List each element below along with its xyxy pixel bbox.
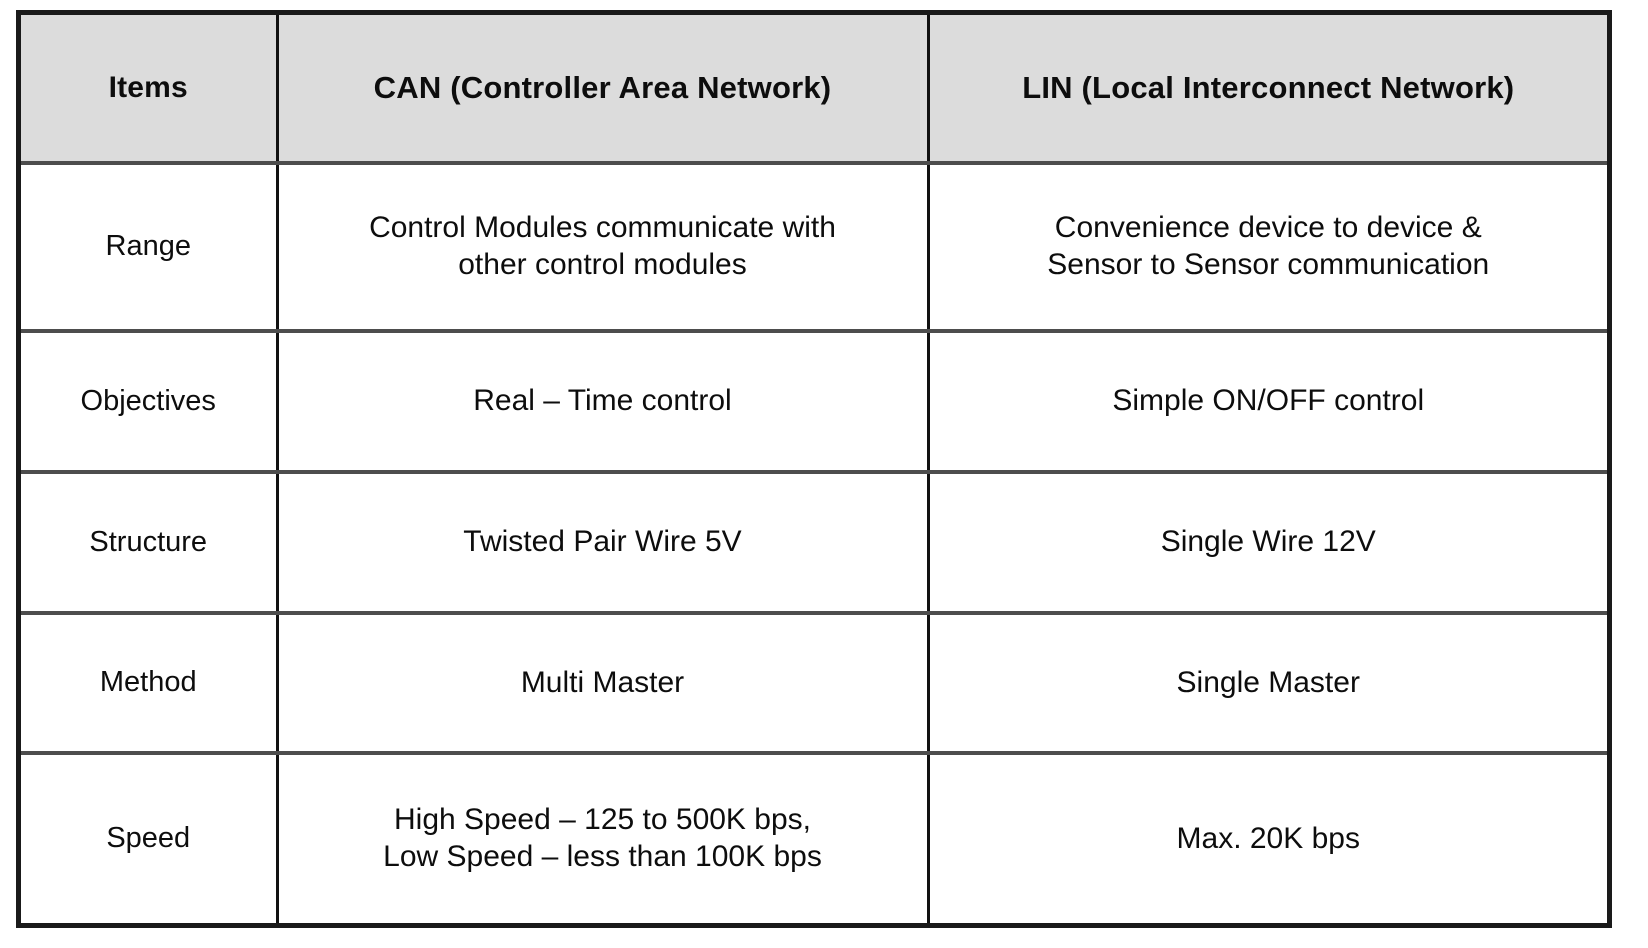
cell-objectives-can-text: Real – Time control bbox=[473, 384, 732, 418]
table-row: Method Multi Master Single Master bbox=[21, 613, 1607, 755]
table-header: Items CAN (Controller Area Network) LIN … bbox=[21, 15, 1607, 165]
cell-objectives-lin-text: Simple ON/OFF control bbox=[1112, 384, 1425, 418]
cell-speed-lin-text: Max. 20K bps bbox=[1176, 821, 1360, 855]
cell-method-lin: Single Master bbox=[926, 613, 1607, 755]
cell-speed-lin: Max. 20K bps bbox=[926, 753, 1607, 923]
table-frame: Items CAN (Controller Area Network) LIN … bbox=[16, 10, 1612, 928]
table-row: Range Control Modules communicate with o… bbox=[21, 163, 1607, 333]
cell-structure-lin: Single Wire 12V bbox=[926, 472, 1607, 615]
row-label-range: Range bbox=[21, 163, 277, 333]
table-row: Objectives Real – Time control Simple ON… bbox=[21, 331, 1607, 474]
cell-structure-lin-text: Single Wire 12V bbox=[1160, 525, 1376, 559]
row-label-objectives: Objectives bbox=[21, 331, 277, 474]
cell-range-lin-text: Convenience device to device & Sensor to… bbox=[1047, 211, 1490, 281]
cell-range-lin: Convenience device to device & Sensor to… bbox=[926, 163, 1607, 333]
cell-range-can-text: Control Modules communicate with other c… bbox=[369, 211, 836, 281]
cell-structure-can: Twisted Pair Wire 5V bbox=[275, 472, 928, 615]
column-header-lin: LIN (Local Interconnect Network) bbox=[926, 15, 1607, 165]
table-body: Range Control Modules communicate with o… bbox=[21, 163, 1607, 923]
comparison-table: Items CAN (Controller Area Network) LIN … bbox=[21, 15, 1607, 923]
cell-range-can: Control Modules communicate with other c… bbox=[275, 163, 928, 333]
table-row: Speed High Speed – 125 to 500K bps, Low … bbox=[21, 753, 1607, 923]
column-header-can: CAN (Controller Area Network) bbox=[275, 15, 928, 165]
table-row: Structure Twisted Pair Wire 5V Single Wi… bbox=[21, 472, 1607, 615]
cell-method-can: Multi Master bbox=[275, 613, 928, 755]
row-label-structure: Structure bbox=[21, 472, 277, 615]
cell-objectives-lin: Simple ON/OFF control bbox=[926, 331, 1607, 474]
cell-speed-can: High Speed – 125 to 500K bps, Low Speed … bbox=[275, 753, 928, 923]
row-label-speed: Speed bbox=[21, 753, 277, 923]
cell-objectives-can: Real – Time control bbox=[275, 331, 928, 474]
cell-method-can-text: Multi Master bbox=[520, 665, 685, 699]
column-header-items: Items bbox=[21, 15, 277, 165]
cell-method-lin-text: Single Master bbox=[1176, 665, 1360, 699]
row-label-method: Method bbox=[21, 613, 277, 755]
header-row: Items CAN (Controller Area Network) LIN … bbox=[21, 15, 1607, 165]
cell-structure-can-text: Twisted Pair Wire 5V bbox=[463, 525, 742, 559]
cell-speed-can-text: High Speed – 125 to 500K bps, Low Speed … bbox=[383, 803, 822, 873]
